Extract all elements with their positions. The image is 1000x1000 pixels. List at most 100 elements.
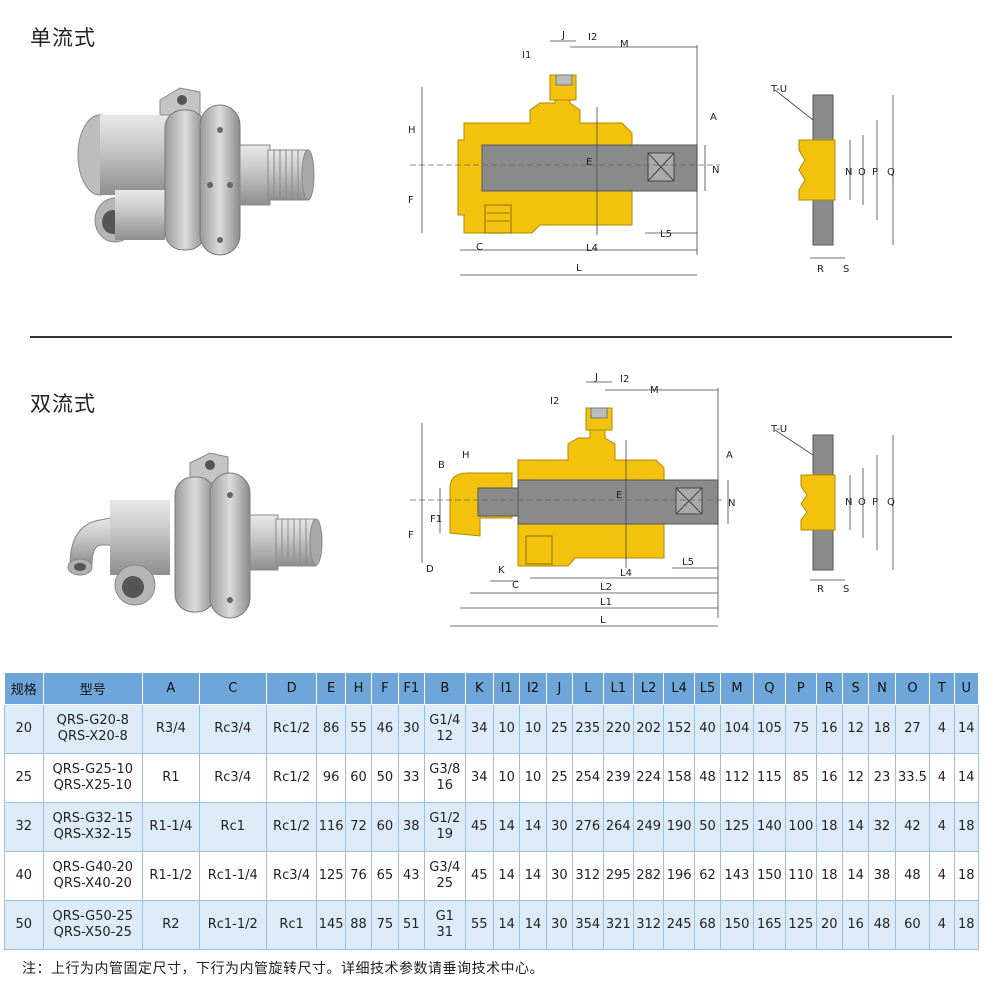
table-cell: 30	[397, 704, 425, 754]
column-header: I1	[492, 672, 521, 705]
table-cell: 4	[929, 851, 955, 901]
table-cell: 14	[519, 802, 547, 852]
dim-label: N	[845, 497, 852, 508]
dim-label: S	[843, 584, 849, 595]
table-cell: 12	[841, 704, 870, 754]
dim-label: J	[561, 30, 565, 41]
table-cell: Rc1-1/2	[198, 900, 267, 950]
table-cell: 158	[663, 753, 695, 803]
table-cell: Rc1-1/4	[198, 851, 267, 901]
column-header: L	[572, 672, 604, 705]
table-cell: 150	[720, 900, 754, 950]
dim-label: T-U	[770, 424, 787, 435]
table-cell: 46	[371, 704, 399, 754]
table-cell: 50	[693, 802, 722, 852]
model-rotating: QRS-X50-25	[53, 925, 132, 940]
table-cell: 75	[785, 704, 817, 754]
dim-label: D	[426, 564, 434, 575]
dim-label: O	[858, 167, 866, 178]
table-cell: 33	[397, 753, 425, 803]
table-cell: 48	[868, 900, 896, 950]
table-cell: 239	[602, 753, 634, 803]
table-cell: 254	[572, 753, 604, 803]
dim-label: I2	[620, 374, 629, 385]
b-thread: G1/4	[429, 713, 461, 728]
single-flow-title: 单流式	[30, 26, 96, 50]
column-header: Q	[752, 672, 787, 705]
dim-label: L4	[586, 243, 598, 254]
table-cell: 14	[492, 802, 521, 852]
dim-label: L1	[600, 597, 612, 608]
b-size: 16	[436, 778, 454, 793]
table-cell: 25	[545, 753, 574, 803]
table-cell: 88	[344, 900, 373, 950]
table-cell: 125	[785, 900, 817, 950]
model-rotating: QRS-X20-8	[57, 729, 128, 744]
dim-label: K	[498, 565, 505, 576]
dim-label: A	[726, 450, 733, 461]
b-size: 19	[436, 827, 454, 842]
column-header: E	[316, 672, 346, 705]
table-cell: 312	[632, 900, 665, 950]
b-thread: G1	[435, 909, 454, 924]
table-cell: 25	[4, 753, 44, 803]
dim-label: L5	[682, 557, 694, 568]
table-cell: 140	[752, 802, 787, 852]
table-cell: Rc1	[198, 802, 267, 852]
model-fixed: QRS-G50-25	[52, 909, 134, 924]
table-cell: 18	[953, 900, 980, 950]
double-flow-dimension-drawing: J I2 I2 M H B F F1 E A N D K C L4 L5 L2 …	[408, 372, 735, 627]
column-header: T	[929, 672, 955, 705]
column-header: J	[545, 672, 574, 705]
table-cell: 4	[929, 704, 955, 754]
table-cell: 354	[572, 900, 604, 950]
dim-label: N	[845, 167, 852, 178]
table-cell: 150	[752, 851, 787, 901]
table-cell: 4	[929, 900, 955, 950]
model-rotating: QRS-X40-20	[53, 876, 132, 891]
table-cell: 96	[316, 753, 346, 803]
column-header: O	[894, 672, 931, 705]
table-cell: 16	[841, 900, 870, 950]
table-cell: 72	[344, 802, 373, 852]
b-thread: G3/4	[429, 860, 461, 875]
table-cell: 276	[572, 802, 604, 852]
column-header: F	[371, 672, 399, 705]
dim-label: L	[576, 263, 582, 274]
column-header: R	[815, 672, 843, 705]
dim-label: H	[408, 125, 416, 136]
dim-label: L2	[600, 582, 612, 593]
dim-label: I1	[522, 50, 531, 61]
dim-label: H	[462, 450, 470, 461]
column-header: I2	[519, 672, 547, 705]
table-cell: 196	[663, 851, 695, 901]
table-cell: 38	[868, 851, 896, 901]
table-cell: 20	[815, 900, 843, 950]
table-cell: 60	[894, 900, 931, 950]
table-cell: 60	[371, 802, 399, 852]
dim-label: E	[586, 157, 592, 168]
table-cell: 55	[344, 704, 373, 754]
table-cell: 16	[815, 704, 843, 754]
table-cell: 23	[868, 753, 896, 803]
table-cell: 85	[785, 753, 817, 803]
table-cell: 60	[344, 753, 373, 803]
table-cell: 10	[492, 753, 521, 803]
table-cell: Rc1/2	[265, 802, 318, 852]
b-thread: G1/2	[429, 811, 461, 826]
table-cell: 42	[894, 802, 931, 852]
table-cell: 50	[4, 900, 44, 950]
table-cell: Rc1/2	[265, 753, 318, 803]
dim-label: Q	[887, 167, 895, 178]
table-cell: R1-1/4	[141, 802, 200, 852]
table-cell: 86	[316, 704, 346, 754]
table-cell: 202	[632, 704, 665, 754]
table-cell: 321	[602, 900, 634, 950]
table-cell: 264	[602, 802, 634, 852]
dim-label: N	[728, 498, 735, 509]
